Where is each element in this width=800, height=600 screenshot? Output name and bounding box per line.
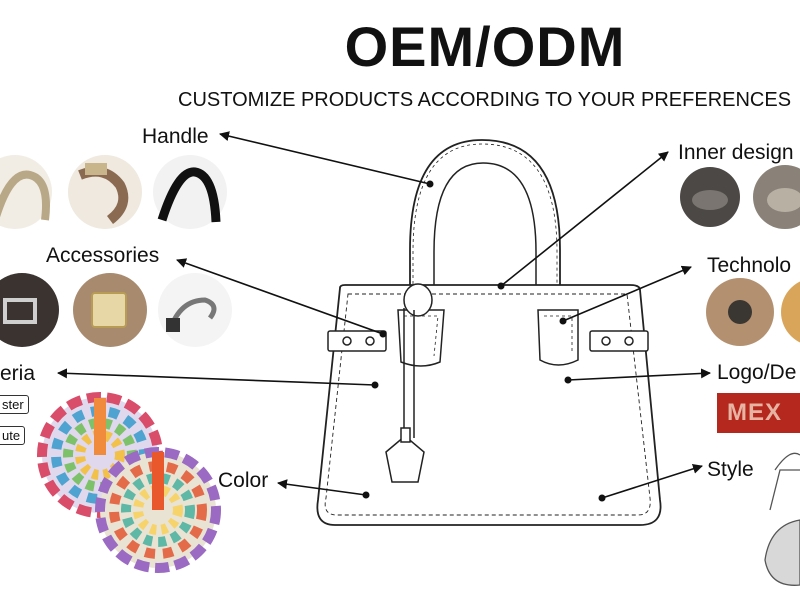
inner-design-photos: [680, 165, 800, 229]
label-logo: Logo/De: [717, 361, 797, 384]
label-material: eria: [0, 362, 36, 385]
label-accessories: Accessories: [46, 244, 160, 267]
label-inner-design: Inner design: [678, 141, 794, 164]
handbag-illustration: [316, 139, 662, 526]
arrow-style: [601, 463, 703, 499]
arrow-handle: [219, 131, 431, 185]
color-swatch-wheels: [37, 392, 221, 573]
handle-photos: [0, 155, 227, 229]
arrow-accessories: [176, 258, 384, 335]
arrow-logo: [567, 368, 711, 381]
arrow-color: [277, 479, 367, 496]
material-tag-2: ute: [0, 426, 26, 445]
accessories-photos: [0, 273, 232, 347]
arrow-technology: [562, 265, 692, 322]
page-title: OEM/ODM: [344, 15, 626, 78]
arrow-material: [57, 368, 376, 386]
label-style: Style: [707, 458, 754, 481]
style-sketches: [764, 452, 800, 586]
logo-sample: MEX: [717, 393, 800, 433]
label-color: Color: [218, 469, 269, 492]
arrow-inner-design: [500, 151, 669, 287]
technology-photos: [706, 278, 800, 346]
label-handle: Handle: [142, 125, 209, 148]
label-technology: Technolo: [707, 254, 792, 277]
material-tag-1: ster: [0, 395, 29, 414]
logo-sample-text: MEX: [727, 399, 783, 426]
page-subtitle: CUSTOMIZE PRODUCTS ACCORDING TO YOUR PRE…: [178, 89, 792, 111]
